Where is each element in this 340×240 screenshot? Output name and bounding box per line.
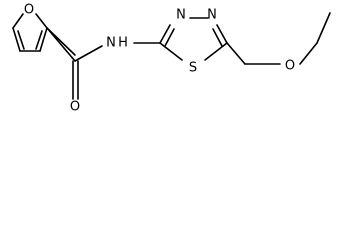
atom-labels: O N H O S N N O (24, 3, 295, 115)
bond-furan-c5-o (12, 13, 24, 29)
bond-furan-c4-c5-double (17, 30, 25, 50)
furan-oxygen-label: O (24, 3, 34, 18)
thiadiazole-nitrogen-1-label: N (176, 8, 186, 23)
bond-carbonyl-amide-n (74, 45, 103, 62)
bond-thiadiazole-c2-n3 (159, 24, 171, 44)
bond-thiadiazole-s-c2 (159, 42, 183, 61)
bond-furan-c2-c3-double (35, 30, 43, 50)
bond-furan-o-c2 (35, 13, 48, 29)
bond-thiadiazole-c5-s (204, 42, 228, 61)
bond-furan-c4-c5 (12, 27, 21, 52)
ether-oxygen-label: O (285, 59, 295, 74)
thiadiazole-sulfur-label: S (189, 61, 197, 76)
molecule-structure-diagram: O N H O S N N O (12, 3, 331, 115)
bond-c5-ch2 (226, 42, 246, 65)
bond-carbonyl-o (46, 27, 76, 62)
thiadiazole-nitrogen-2-label: N (207, 8, 217, 23)
bond-furan-c2-c3 (39, 27, 48, 52)
bonds (12, 12, 331, 100)
amide-nitrogen-label: N (106, 36, 116, 51)
bond-thiadiazole-n4-c5-double (212, 28, 223, 47)
amide-hydrogen-label: H (118, 36, 128, 51)
bond-ether-o-ethyl-ch2 (299, 42, 318, 65)
bond-thiadiazole-c2-n3-double (164, 28, 175, 47)
carbonyl-oxygen-label: O (70, 100, 80, 115)
bond-ethyl-ch2-ch3 (316, 12, 331, 44)
bond-thiadiazole-n4-c5 (216, 24, 228, 44)
